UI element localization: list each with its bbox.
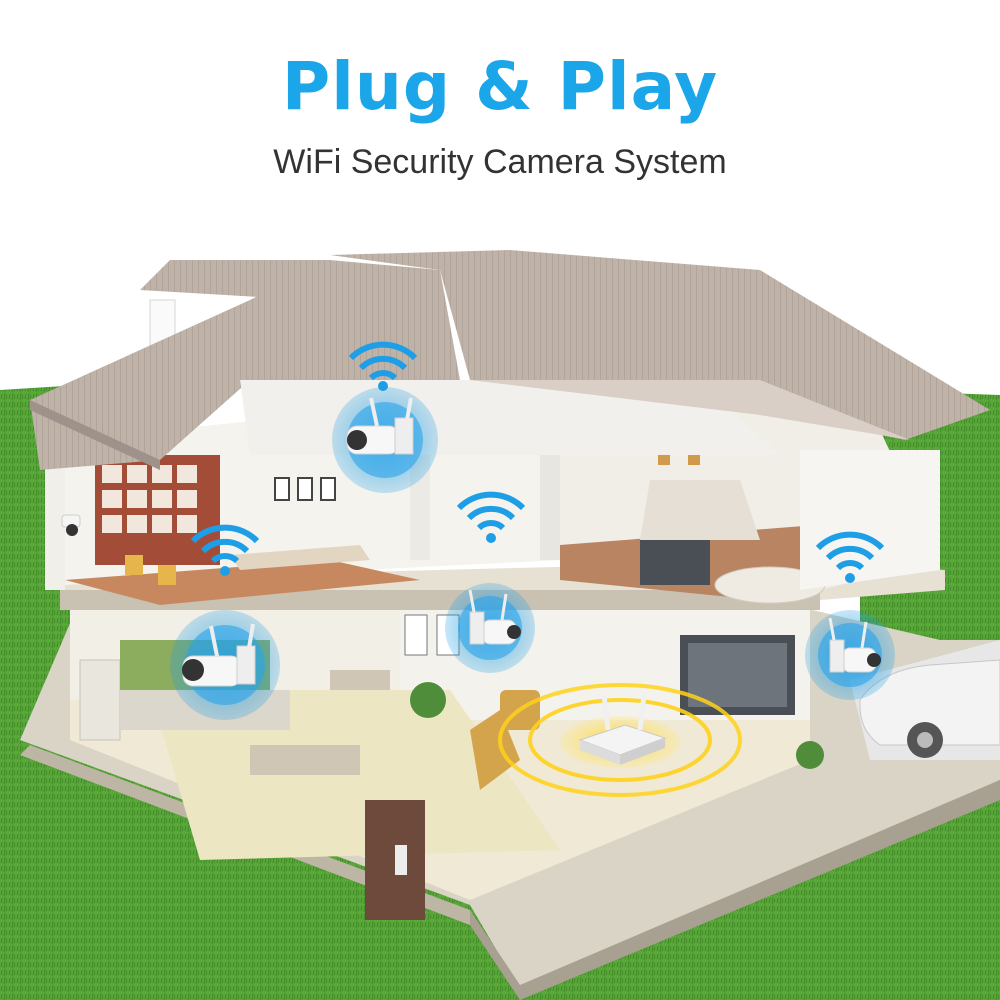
security-camera-icon: [805, 610, 895, 700]
subheadline: WiFi Security Camera System: [273, 143, 727, 181]
security-camera-icon: [170, 610, 280, 720]
headline: Plug & Play: [281, 48, 719, 125]
router-icon: [498, 683, 742, 797]
security-camera-icon: [332, 387, 438, 493]
security-camera-icon: [445, 583, 535, 673]
wifi-signal-icon: [456, 491, 526, 543]
car-illustration: [850, 640, 1000, 760]
wifi-signal-icon: [815, 531, 885, 583]
wifi-signal-icon: [190, 524, 260, 576]
dome-camera-icon: [61, 514, 81, 536]
wifi-signal-icon: [348, 341, 418, 391]
